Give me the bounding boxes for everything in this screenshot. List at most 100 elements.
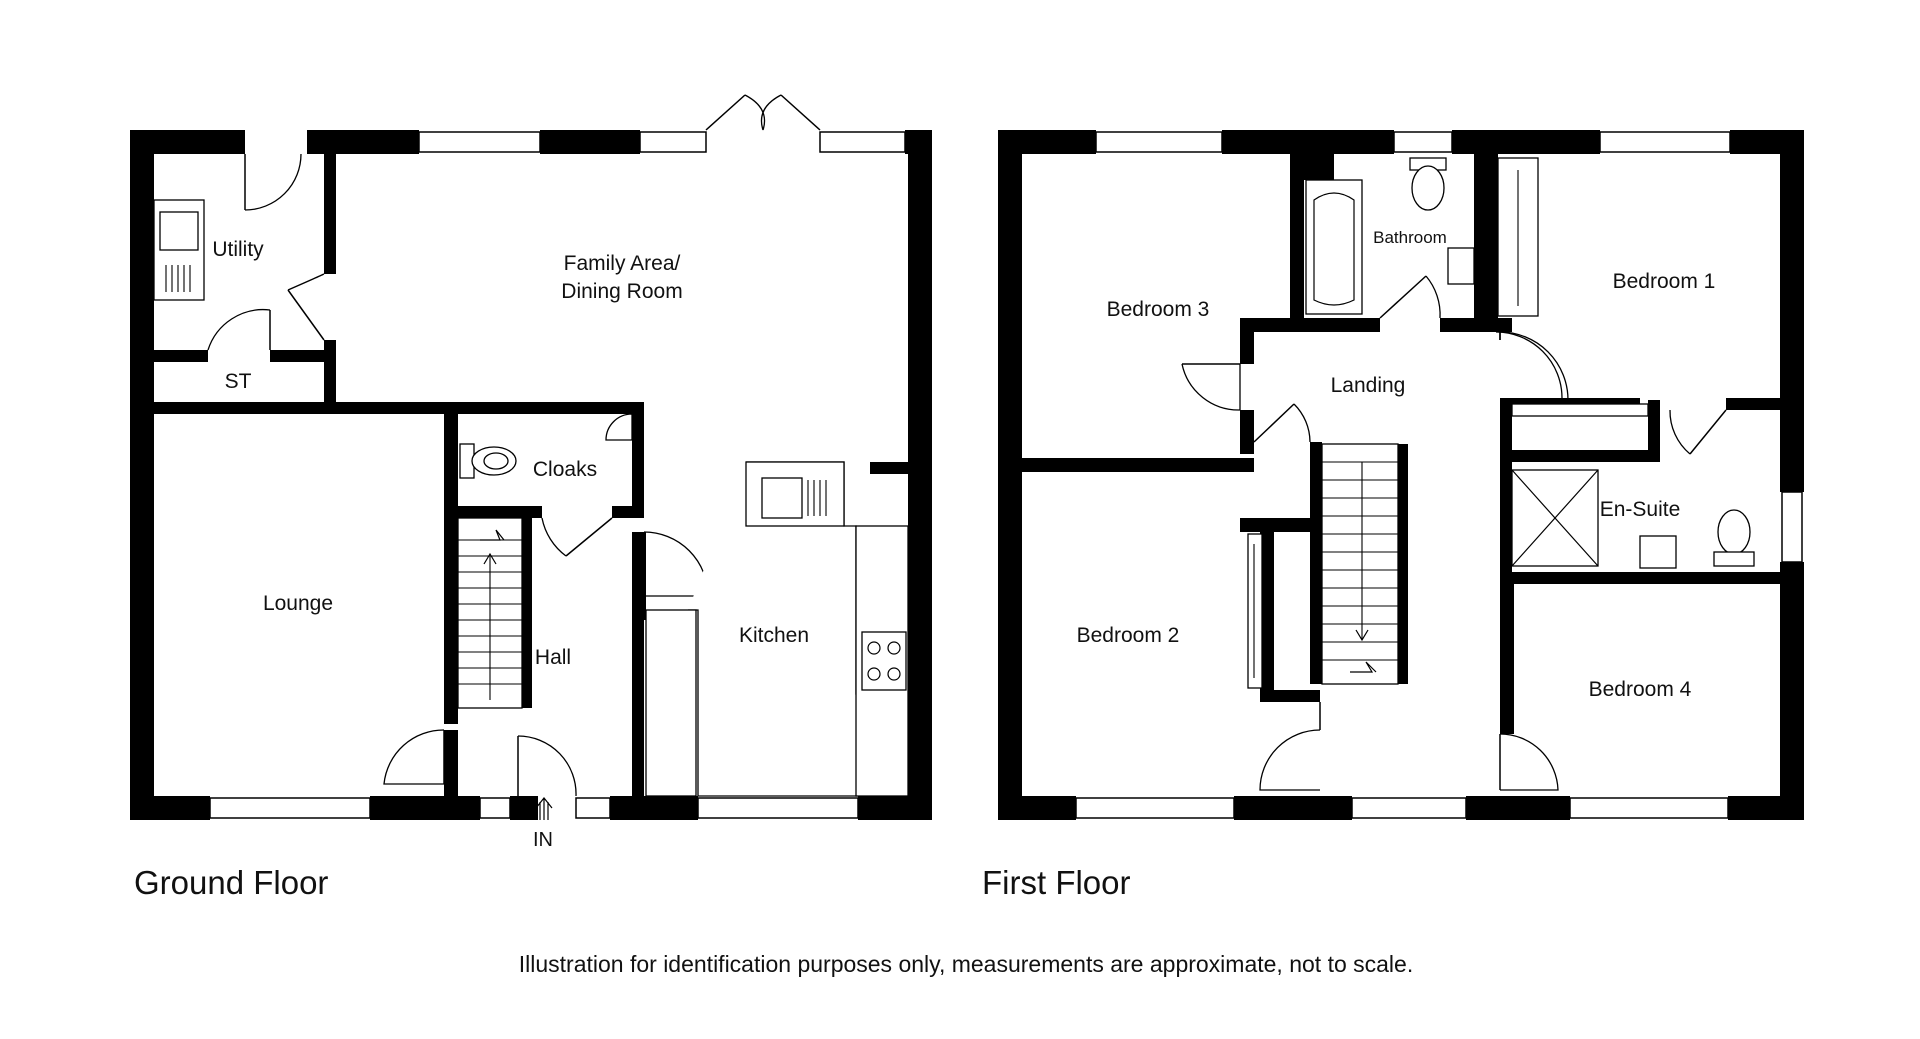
bedroom-1-landing-door-arc bbox=[1495, 331, 1563, 399]
ground-window-family-2 bbox=[639, 131, 707, 153]
bedroom-4-door-arc bbox=[1499, 733, 1559, 791]
first-window-landing bbox=[1351, 797, 1467, 819]
first-window-bedroom-4 bbox=[1569, 797, 1729, 819]
cupboard-wall-bottom bbox=[1240, 518, 1320, 532]
bathroom-wc-icon bbox=[1409, 157, 1447, 211]
bedroom-1-wall-left bbox=[1486, 154, 1498, 332]
first-window-bedroom-3 bbox=[1095, 131, 1223, 153]
first-outer-wall-right-upper bbox=[1780, 130, 1804, 492]
room-label-en-suite: En-Suite bbox=[1600, 498, 1681, 521]
bathroom-wall-left bbox=[1290, 154, 1304, 320]
bathroom-basin-icon bbox=[1447, 247, 1475, 285]
first-window-bedroom-2 bbox=[1075, 797, 1235, 819]
entrance-arrow-icon bbox=[535, 797, 553, 820]
ensuite-basin-icon bbox=[1639, 535, 1677, 569]
cupboard-door-arc bbox=[1293, 403, 1311, 443]
kitchen-wall-left-lower bbox=[632, 596, 644, 820]
first-outer-wall-left bbox=[998, 130, 1022, 820]
ensuite-wall-left bbox=[1500, 400, 1512, 575]
bedroom-4-wall-left bbox=[1500, 584, 1514, 734]
ensuite-wall-notch bbox=[1648, 400, 1660, 462]
room-label-bedroom-1: Bedroom 1 bbox=[1613, 270, 1716, 293]
first-outer-wall-top-mid bbox=[1222, 130, 1394, 154]
bedroom-2-wall-right-lower bbox=[1260, 690, 1320, 702]
room-label-bedroom-2: Bedroom 2 bbox=[1077, 624, 1180, 647]
french-door-left-arc bbox=[744, 94, 766, 131]
st-door-arc bbox=[207, 308, 271, 351]
bedroom-2-wall-right bbox=[1260, 532, 1274, 700]
ground-window-lounge bbox=[209, 797, 371, 819]
bedroom-1-wall-bottom-right bbox=[1726, 398, 1780, 410]
bathroom-wall-bottom-left bbox=[1240, 318, 1380, 332]
kitchen-counter-left bbox=[645, 609, 697, 797]
ensuite-wall-bottom bbox=[1500, 572, 1780, 584]
lounge-door-arc bbox=[383, 729, 445, 785]
disclaimer-text: Illustration for identification purposes… bbox=[519, 951, 1413, 977]
bedroom-3-wall-right bbox=[1240, 318, 1254, 364]
french-door-right bbox=[780, 94, 821, 131]
ensuite-door-arc bbox=[1669, 409, 1691, 455]
utility-external-door-arc bbox=[244, 153, 302, 211]
bedroom-3-wall-bottom bbox=[1022, 458, 1254, 472]
cloaks-wall-bottom-left bbox=[458, 506, 542, 518]
bathroom-wall-bottom-right bbox=[1440, 318, 1496, 332]
ensuite-wall-top bbox=[1500, 450, 1660, 462]
st-wall-bottom bbox=[154, 402, 644, 414]
bathroom-door bbox=[1379, 275, 1427, 319]
first-stair-wall-right bbox=[1398, 444, 1408, 684]
ensuite-door bbox=[1689, 409, 1727, 455]
first-outer-wall-bottom-left bbox=[998, 796, 1076, 820]
cloaks-basin-icon bbox=[605, 413, 633, 441]
first-outer-wall-bottom-mid2 bbox=[1466, 796, 1570, 820]
kitchen-sink-icon bbox=[761, 477, 827, 519]
cloaks-door-arc bbox=[541, 517, 567, 557]
room-label-landing: Landing bbox=[1331, 374, 1406, 397]
hall-wall-bottom-left bbox=[444, 730, 458, 796]
ground-outer-wall-bottom-hall bbox=[510, 796, 538, 820]
bedroom-1-sliding-door bbox=[1511, 403, 1649, 417]
ground-outer-wall-left bbox=[130, 130, 154, 820]
ground-window-kitchen bbox=[697, 797, 859, 819]
bedroom-1-door-arc bbox=[1499, 331, 1569, 401]
cloaks-door bbox=[565, 517, 613, 557]
room-label-st: ST bbox=[225, 370, 252, 393]
ground-floor-title: Ground Floor bbox=[134, 864, 328, 901]
ground-floor-plan: Utility Family Area/ Dining Room ST Cloa… bbox=[130, 94, 932, 901]
bedroom-2-door-arc bbox=[1259, 729, 1321, 791]
cloaks-wc-icon bbox=[459, 443, 517, 479]
bathroom-door-arc bbox=[1425, 275, 1441, 319]
first-window-bathroom bbox=[1393, 131, 1453, 153]
room-label-bedroom-4: Bedroom 4 bbox=[1589, 678, 1692, 701]
first-stair-wall-left bbox=[1310, 444, 1322, 684]
ground-outer-wall-right bbox=[908, 130, 932, 820]
utility-wall-right-lower bbox=[324, 340, 336, 402]
room-label-kitchen: Kitchen bbox=[739, 624, 809, 647]
room-label-bathroom: Bathroom bbox=[1373, 228, 1447, 247]
front-door-sidelight-right bbox=[575, 797, 611, 819]
first-staircase bbox=[1321, 443, 1399, 685]
ground-outer-wall-top bbox=[307, 130, 419, 154]
cloaks-wall-bottom-right bbox=[612, 506, 644, 518]
first-outer-wall-right-lower bbox=[1780, 562, 1804, 820]
utility-family-door bbox=[287, 289, 325, 341]
utility-sink-icon bbox=[159, 211, 199, 251]
front-door-sidelight-left bbox=[479, 797, 511, 819]
ensuite-wc-icon bbox=[1713, 509, 1755, 567]
kitchen-hob-icon bbox=[861, 631, 907, 691]
entrance-label: IN bbox=[533, 829, 553, 851]
first-window-bedroom-1 bbox=[1599, 131, 1731, 153]
lounge-wall-right bbox=[444, 414, 458, 724]
bedroom-3-wall-right-lower bbox=[1240, 410, 1254, 454]
bedroom-1-wardrobe bbox=[1497, 157, 1539, 317]
ground-outer-wall-top-mid bbox=[540, 130, 640, 154]
bathroom-wall-left-top bbox=[1304, 154, 1334, 180]
ground-staircase bbox=[457, 517, 523, 709]
ground-outer-wall-bottom-right bbox=[858, 796, 932, 820]
first-floor-title: First Floor bbox=[982, 864, 1131, 901]
front-door-arc bbox=[517, 735, 577, 797]
utility-drainer-icon bbox=[165, 265, 191, 292]
bedroom-3-door-arc bbox=[1181, 363, 1241, 411]
cloaks-wall-right bbox=[632, 402, 644, 518]
room-label-bedroom-3: Bedroom 3 bbox=[1107, 298, 1210, 321]
